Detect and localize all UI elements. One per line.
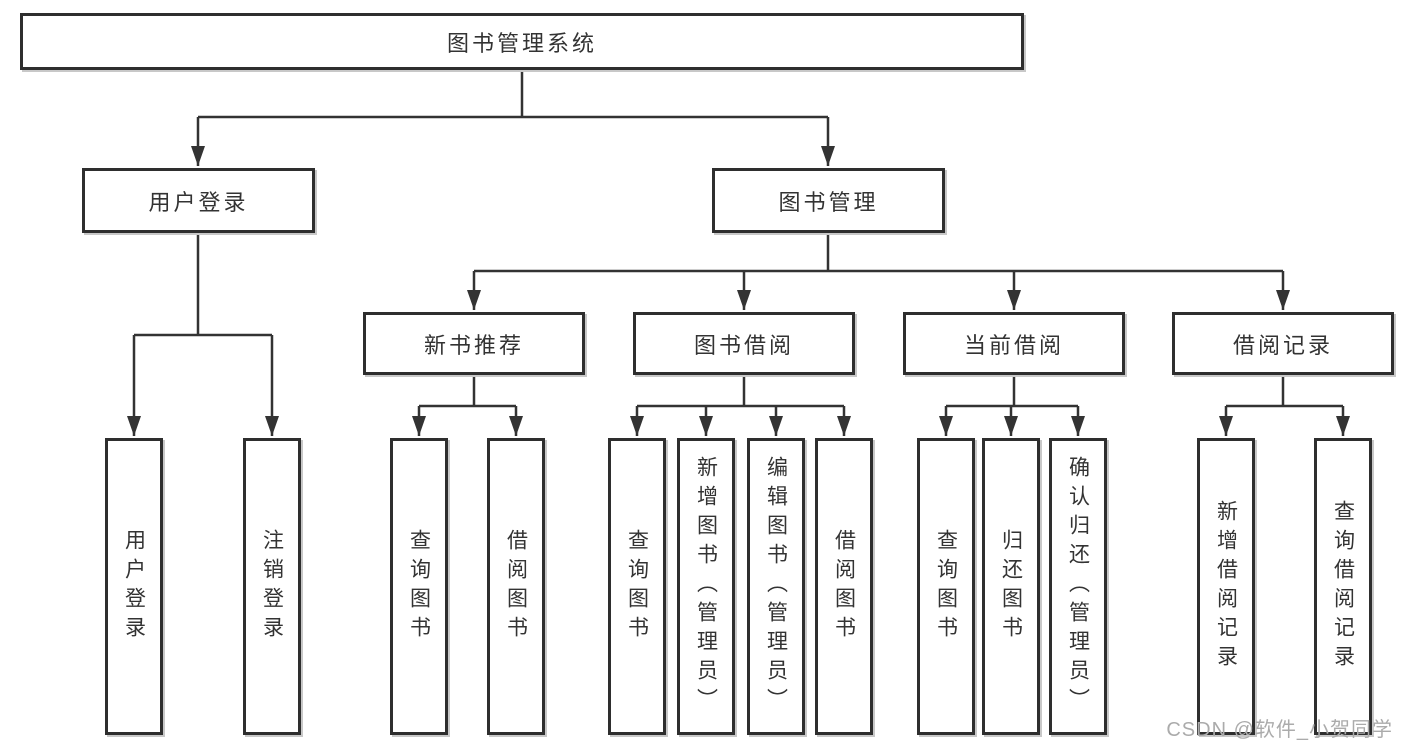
leaf-user-login-label: 用户登录	[122, 528, 146, 645]
leaf-add-borrow-record: 新增借阅记录	[1197, 438, 1255, 735]
leaf-borrow-books-1-label: 借阅图书	[504, 528, 528, 645]
node-book-borrowing-label: 图书借阅	[693, 332, 794, 358]
node-borrowing-records-label: 借阅记录	[1232, 332, 1333, 358]
leaf-query-books-2-label: 查询图书	[625, 528, 649, 645]
node-current-borrowing-label: 当前借阅	[963, 332, 1064, 358]
leaf-logout-label: 注销登录	[260, 528, 284, 645]
leaf-query-borrow-record: 查询借阅记录	[1314, 438, 1372, 735]
node-user-login-label: 用户登录	[148, 189, 249, 215]
node-root: 图书管理系统	[20, 13, 1024, 70]
node-root-label: 图书管理系统	[446, 30, 597, 56]
leaf-add-book-admin-label: 新增图书（管理员）	[694, 456, 718, 717]
csdn-watermark: CSDN @软件_小贺同学	[1166, 719, 1393, 741]
node-book-management: 图书管理	[712, 168, 945, 233]
leaf-confirm-return-admin: 确认归还（管理员）	[1049, 438, 1107, 735]
leaf-query-borrow-record-label: 查询借阅记录	[1331, 499, 1355, 674]
leaf-query-books-1-label: 查询图书	[407, 528, 431, 645]
node-new-book-recommend: 新书推荐	[363, 312, 585, 375]
leaf-edit-book-admin-label: 编辑图书（管理员）	[764, 456, 788, 717]
node-borrowing-records: 借阅记录	[1172, 312, 1394, 375]
node-current-borrowing: 当前借阅	[903, 312, 1125, 375]
leaf-query-books-2: 查询图书	[608, 438, 666, 735]
leaf-logout: 注销登录	[243, 438, 301, 735]
leaf-user-login: 用户登录	[105, 438, 163, 735]
leaf-borrow-books-2-label: 借阅图书	[832, 528, 856, 645]
leaf-borrow-books-2: 借阅图书	[815, 438, 873, 735]
leaf-edit-book-admin: 编辑图书（管理员）	[747, 438, 805, 735]
leaf-add-book-admin: 新增图书（管理员）	[677, 438, 735, 735]
leaf-return-book-label: 归还图书	[999, 528, 1023, 645]
leaf-return-book: 归还图书	[982, 438, 1040, 735]
leaf-query-books-3-label: 查询图书	[934, 528, 958, 645]
leaf-query-books-3: 查询图书	[917, 438, 975, 735]
leaf-add-borrow-record-label: 新增借阅记录	[1214, 499, 1238, 674]
leaf-borrow-books-1: 借阅图书	[487, 438, 545, 735]
leaf-confirm-return-admin-label: 确认归还（管理员）	[1066, 456, 1090, 717]
node-new-book-recommend-label: 新书推荐	[423, 332, 524, 358]
node-book-management-label: 图书管理	[778, 189, 879, 215]
leaf-query-books-1: 查询图书	[390, 438, 448, 735]
node-user-login: 用户登录	[82, 168, 315, 233]
node-book-borrowing: 图书借阅	[633, 312, 855, 375]
